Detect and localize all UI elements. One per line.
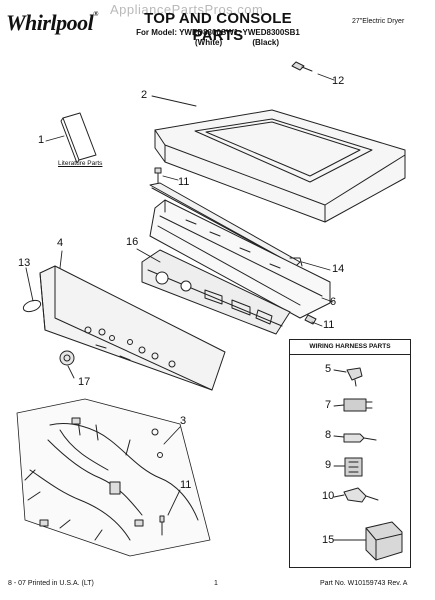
literature-parts-label: Literature Parts [58, 160, 103, 167]
wiring-harness-divider [289, 354, 411, 355]
screw-11-bottom [159, 515, 165, 536]
leader-lines [25, 73, 367, 541]
variant-white: (White) [195, 38, 223, 47]
harness-part-7 [343, 398, 373, 412]
console-frame-6 [149, 199, 331, 319]
callout-2: 2 [141, 89, 148, 101]
callout-10: 10 [322, 490, 335, 502]
footer-print-info: 8 - 07 Printed in U.S.A. (LT) [8, 580, 94, 587]
harness-part-9 [344, 457, 363, 477]
page-title: TOP AND CONSOLE PARTS [144, 10, 292, 44]
brand-logo: Whirlpool® [6, 10, 98, 35]
screw-11-mid [304, 314, 317, 325]
harness-part-5 [346, 367, 363, 387]
top-panel [154, 109, 406, 223]
callout-12: 12 [332, 75, 345, 87]
callout-3: 3 [180, 415, 187, 427]
callout-17: 17 [78, 376, 91, 388]
footer-page-number: 1 [214, 580, 218, 587]
screw-11-top [154, 167, 162, 184]
knob-17 [59, 350, 75, 366]
color-variants: (White) (Black) [185, 38, 305, 47]
callout-11-top: 11 [178, 176, 190, 188]
badge-13 [22, 299, 42, 313]
model-line: For Model: YWED8300SW1, YWED8300SB1 [136, 28, 300, 37]
harness-part-15 [365, 521, 403, 561]
callout-14: 14 [332, 263, 345, 275]
wiring-harness-box [289, 339, 411, 568]
control-board-16 [141, 249, 291, 335]
callout-11-mid: 11 [323, 319, 335, 331]
harness-part-10 [343, 487, 379, 503]
wiring-harness-title: WIRING HARNESS PARTS [309, 343, 391, 350]
callout-1: 1 [38, 134, 45, 146]
watermark: AppliancePartsPros.com [110, 2, 264, 17]
callout-15: 15 [322, 534, 335, 546]
console-panel-4 [39, 265, 226, 391]
callout-13: 13 [18, 257, 31, 269]
product-type: 27"Electric Dryer [352, 18, 405, 25]
callout-4: 4 [57, 237, 64, 249]
callout-5: 5 [325, 363, 332, 375]
callout-11-bottom: 11 [180, 479, 192, 491]
callout-9: 9 [325, 459, 332, 471]
callout-8: 8 [325, 429, 332, 441]
callout-7: 7 [325, 399, 332, 411]
callout-16: 16 [126, 236, 139, 248]
callout-6: 6 [330, 296, 337, 308]
harness-part-8 [343, 433, 377, 443]
literature-book [60, 112, 97, 164]
screw-12 [291, 61, 313, 72]
footer-part-number: Part No. W10159743 Rev. A [320, 580, 408, 587]
variant-black: (Black) [252, 38, 280, 47]
